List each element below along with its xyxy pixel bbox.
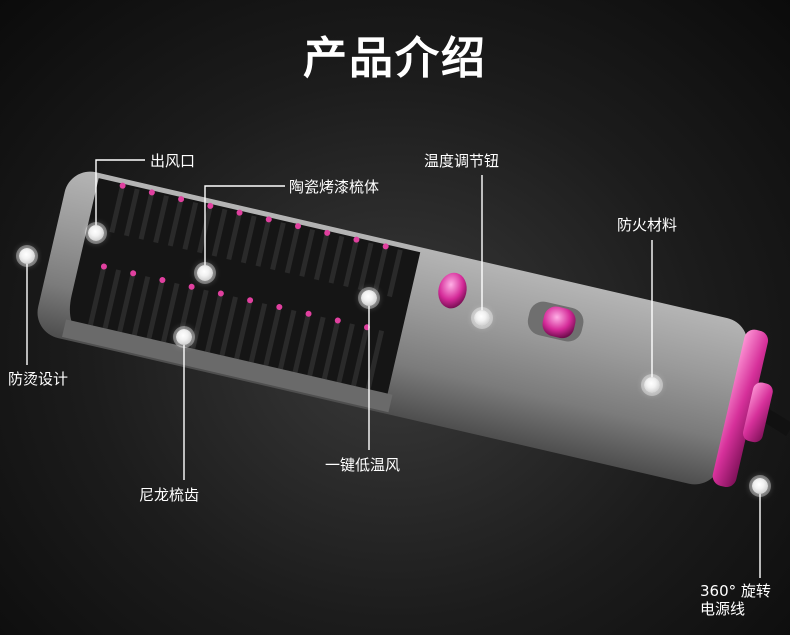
label-cord-line2: 电源线 <box>700 600 746 618</box>
hotspot-air-outlet <box>88 225 104 241</box>
label-air-outlet: 出风口 <box>150 152 196 170</box>
nylon-bristles <box>88 185 403 390</box>
label-fireproof: 防火材料 <box>617 216 678 234</box>
hotspot-fireproof <box>644 377 660 393</box>
temp-slider-knob <box>542 306 576 339</box>
hotspot-nylon-teeth <box>176 329 192 345</box>
page-title: 产品介绍 <box>303 33 487 84</box>
label-temp-knob: 温度调节钮 <box>424 152 500 170</box>
leader-lines <box>26 159 761 578</box>
hotspot-ceramic-body <box>197 265 213 281</box>
hotspot-temp-knob <box>474 310 490 326</box>
bristle-tips <box>100 182 389 331</box>
hotspot-power-cord <box>752 478 768 494</box>
label-nylon-teeth: 尼龙梳齿 <box>139 486 200 504</box>
low-temp-button <box>438 272 467 309</box>
end-cap <box>712 329 769 487</box>
cord-swivel <box>742 382 773 443</box>
brush-rim <box>62 319 393 413</box>
hotspot-anti-scald <box>19 248 35 264</box>
label-anti-scald: 防烫设计 <box>8 370 69 388</box>
label-ceramic-body: 陶瓷烤漆梳体 <box>289 178 380 196</box>
hotspot-one-key-low <box>361 290 377 306</box>
label-one-key-low: 一键低温风 <box>325 456 401 474</box>
label-cord-line1: 360° 旋转 <box>700 582 771 600</box>
